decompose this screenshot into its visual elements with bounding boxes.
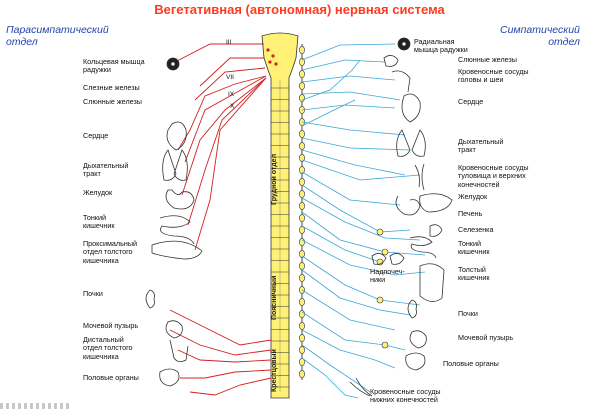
label-heart-right: Сердце <box>458 97 484 106</box>
label-lower-limb-vessels: Кровеносные сосуды нижних конечностей <box>370 387 441 405</box>
label-genitals-right: Половые органы <box>443 359 499 368</box>
chain-ganglion <box>299 226 305 234</box>
label-head-vessels: Кровеносные сосуды головы и шеи <box>458 67 529 85</box>
chain-ganglion <box>299 262 305 270</box>
label-distal-colon: Дистальный отдел толстого кишечника <box>83 335 133 361</box>
chain-ganglion <box>299 142 305 150</box>
label-stomach-left: Желудок <box>83 188 113 197</box>
label-stomach-right: Желудок <box>458 192 488 201</box>
right-bladder-icon <box>409 330 427 349</box>
label-genitals-left: Половые органы <box>83 373 139 382</box>
chain-ganglion <box>299 334 305 342</box>
chain-ganglion <box>299 166 305 174</box>
chain-ganglion <box>299 298 305 306</box>
chain-ganglion <box>299 154 305 162</box>
left-lungs-icon <box>162 149 188 181</box>
watermark-strip <box>0 403 70 409</box>
label-bladder-right: Мочевой пузырь <box>458 333 514 342</box>
right-spleen-icon <box>429 224 443 237</box>
left-bladder-icon <box>165 320 183 339</box>
left-organs <box>145 57 203 387</box>
cranial-nerve-label: X <box>230 103 235 110</box>
chain-ganglion <box>299 130 305 138</box>
lumbar-segment-label: Поясничный <box>270 276 278 320</box>
chain-ganglion <box>299 58 305 66</box>
label-salivary-glands-left: Слюнные железы <box>83 97 142 106</box>
cranial-nerve-label: VII <box>226 74 234 81</box>
chain-ganglion <box>299 238 305 246</box>
label-respiratory-left: Дыхательный тракт <box>83 161 129 179</box>
chain-ganglion <box>299 274 305 282</box>
parasympathetic-heading: Парасимпатический отдел <box>6 24 109 48</box>
label-kidneys-left: Почки <box>83 289 103 298</box>
right-intestine-icon <box>409 236 437 259</box>
chain-ganglion <box>299 370 305 378</box>
label-liver: Печень <box>458 209 483 218</box>
right-genital-icon <box>405 352 426 371</box>
diagram-title: Вегетативная (автономная) нервная систем… <box>154 2 445 17</box>
cranial-nerve-label: III <box>226 39 232 46</box>
right-liver-icon <box>419 193 453 213</box>
chain-ganglion <box>299 46 305 54</box>
left-kidney-icon <box>145 289 155 309</box>
label-heart-left: Сердце <box>83 131 109 140</box>
right-organs <box>349 37 453 397</box>
chain-ganglion <box>299 250 305 258</box>
sacral-segment-label: Крестцовый <box>270 349 278 392</box>
label-lacrimal-glands: Слезные железы <box>83 83 140 92</box>
label-salivary-glands-right: Слюнные железы <box>458 55 517 64</box>
left-colon-icon <box>169 339 189 362</box>
chain-ganglion <box>299 310 305 318</box>
right-colon-icon <box>419 263 445 302</box>
chain-ganglion <box>299 190 305 198</box>
right-kidney-icon <box>407 299 417 319</box>
sympathetic-pathways <box>301 43 426 399</box>
label-proximal-colon: Проксимальный отдел толстого кишечника <box>83 239 138 265</box>
left-heart-icon <box>166 121 187 151</box>
spinal-cord: Грудной отдел Поясничный Крестцовый <box>261 32 299 399</box>
right-adrenal-icon <box>371 253 405 265</box>
chain-ganglion <box>299 70 305 78</box>
label-bladder-left: Мочевой пузырь <box>83 321 139 330</box>
label-small-intestine-left: Тонкий кишечник <box>83 213 115 231</box>
chain-ganglion <box>299 94 305 102</box>
chain-ganglion <box>299 82 305 90</box>
collateral-ganglia <box>376 228 389 349</box>
right-head-vessels-icon <box>391 70 411 93</box>
chain-ganglion <box>299 214 305 222</box>
chain-ganglion <box>299 346 305 354</box>
left-stomach-icon <box>165 189 195 210</box>
label-respiratory-right: Дыхательный тракт <box>458 137 504 155</box>
label-spleen: Селезенка <box>458 225 494 234</box>
right-lungs-icon <box>396 129 426 157</box>
left-intestine-icon <box>151 215 203 260</box>
right-heart-icon <box>401 93 421 123</box>
label-small-intestine-right: Тонкий кишечник <box>458 239 490 257</box>
label-adrenal: Надпочеч- ники <box>370 267 405 285</box>
parasympathetic-pathways <box>169 43 272 396</box>
chain-ganglion <box>299 202 305 210</box>
left-eye-icon <box>166 57 180 71</box>
chain-ganglion <box>299 322 305 330</box>
label-iris-sphincter: Кольцевая мышца радужки <box>83 57 145 75</box>
right-vessels-icon <box>414 163 425 191</box>
label-iris-radial: Радиальная мышца радужки <box>414 37 468 55</box>
left-genital-icon <box>159 368 180 387</box>
label-kidneys-right: Почки <box>458 309 478 318</box>
sympathetic-heading: Симпатический отдел <box>500 24 580 48</box>
right-leg-vessels-icon <box>349 377 373 397</box>
label-trunk-vessels: Кровеносные сосуды туловища и верхних ко… <box>458 163 529 189</box>
right-stomach-icon <box>395 195 421 216</box>
right-eye-icon <box>397 37 411 51</box>
label-large-intestine: Толстый кишечник <box>458 265 490 283</box>
thoracic-segment-label: Грудной отдел <box>270 154 278 205</box>
cranial-nerve-label: IX <box>228 91 235 98</box>
chain-ganglion <box>299 178 305 186</box>
right-salivary-icon <box>383 55 399 67</box>
